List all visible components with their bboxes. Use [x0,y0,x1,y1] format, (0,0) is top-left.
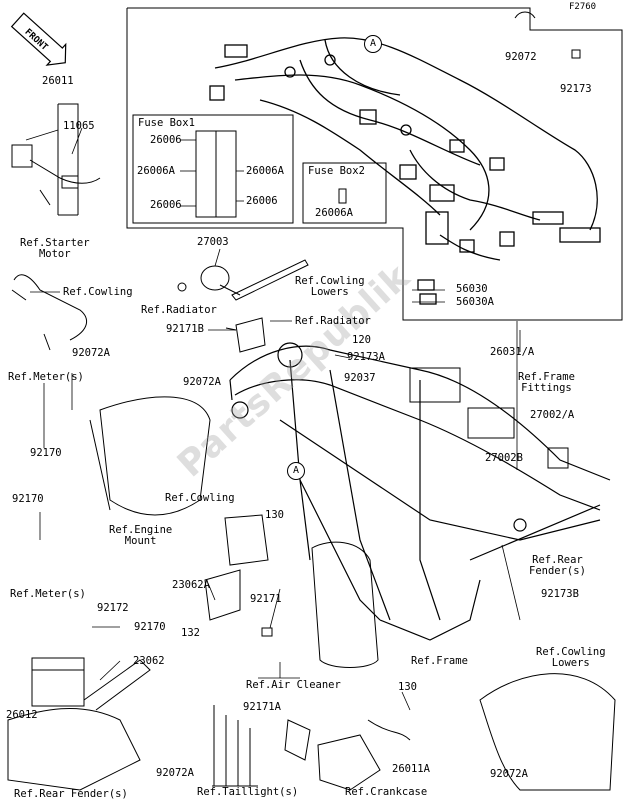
part-92173: 92173 [560,83,592,95]
ref-frame-fittings: Ref.Frame Fittings [518,371,575,394]
harness-outline [126,7,623,321]
ecu-27002 [467,407,515,439]
ref-cowling-lowers: Ref.Cowling Lowers [295,275,365,298]
fuse-box1-title: Fuse Box1 [138,117,195,129]
ref-cowling-lowers: Ref.Cowling Lowers [536,646,606,669]
ref-air-cleaner: Ref.Air Cleaner [246,679,341,691]
part-92072a: 92072A [156,767,194,779]
ref-cowling: Ref.Cowling [165,492,235,504]
fuse-box1-part: 26006 [246,195,278,207]
part-56030: 56030 [456,283,488,295]
part-92072a: 92072A [183,376,221,388]
ref-radiator: Ref.Radiator [141,304,217,316]
part-26031a: 26031/A [490,346,535,358]
part-120: 120 [352,334,371,346]
battery-26012 [31,657,85,707]
part-92072: 92072 [505,51,537,63]
part-26012: 26012 [6,709,38,721]
part-92173a: 92173A [347,351,385,363]
part-26011a: 26011A [392,763,430,775]
part-92173b: 92173B [541,588,579,600]
ref-meters: Ref.Meter(s) [10,588,86,600]
part-92171b: 92171B [166,323,204,335]
fuse-box2-title: Fuse Box2 [308,165,365,177]
part-27002b: 27002B [485,452,523,464]
figure-code: F2760 [569,2,597,12]
part-92171a: 92171A [243,701,281,713]
ref-cowling: Ref.Cowling [63,286,133,298]
fuse-box1-part: 26006 [150,134,182,146]
ref-rear-fender: Ref.Rear Fender(s) [14,788,128,800]
part-130: 130 [265,509,284,521]
part-11065: 11065 [63,120,95,132]
part-92170: 92170 [134,621,166,633]
front-arrow-icon [10,12,67,66]
ref-radiator: Ref.Radiator [295,315,371,327]
fuse-box1-part: 26006A [137,165,175,177]
ref-taillights: Ref.Taillight(s) [197,786,299,798]
fuse-box2-part: 26006A [315,207,353,219]
part-92171: 92171 [250,593,282,605]
part-92072a: 92072A [72,347,110,359]
part-92172: 92172 [97,602,129,614]
part-92170: 92170 [12,493,44,505]
ref-starter-motor: Ref.Starter Motor [20,237,90,260]
part-92072a: 92072A [490,768,528,780]
ref-meters: Ref.Meter(s) [8,371,84,383]
part-23062: 23062 [133,655,165,667]
part-56030a: 56030A [456,296,494,308]
part-27003: 27003 [197,236,229,248]
fuse-box1-part: 26006 [150,199,182,211]
part-132: 132 [181,627,200,639]
circle-ref-a-top: A [364,35,382,53]
part-92170: 92170 [30,447,62,459]
nut-92173 [571,49,581,59]
ref-engine-mount: Ref.Engine Mount [109,524,173,547]
part-23062a: 23062A [172,579,210,591]
part-92037: 92037 [344,372,376,384]
part-130: 130 [398,681,417,693]
ref-rear-fender: Ref.Rear Fender(s) [529,554,586,577]
clamp-92072 [514,11,536,19]
ref-frame: Ref.Frame [411,655,468,667]
fuse-box1-frame [132,114,294,224]
fuse-box2-frame [302,162,387,224]
fuse-box2-fuse [338,188,347,204]
ref-crankcase: Ref.Crankcase [345,786,428,798]
circle-ref-a-mid: A [287,462,305,480]
part-27002a: 27002/A [530,409,575,421]
fuse-box1-part: 26006A [246,165,284,177]
part-26011: 26011 [42,75,74,87]
